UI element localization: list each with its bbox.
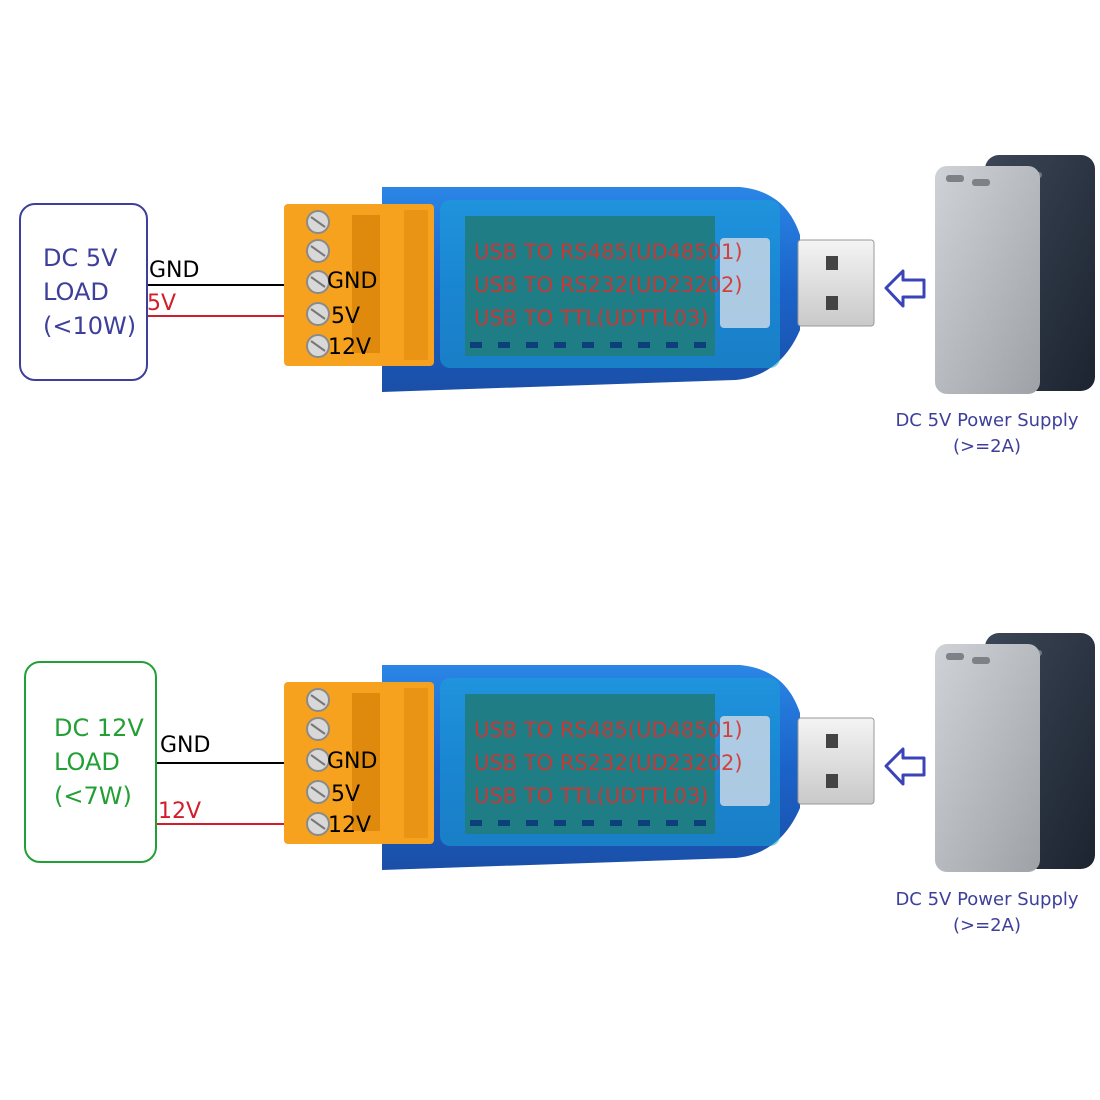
power-bank-icon xyxy=(935,166,1040,394)
adapter-model-label: USB TO RS485(UD48501) xyxy=(474,240,743,264)
adapter-usb-socket xyxy=(720,716,770,806)
adapter-model-label: USB TO RS232(UD23202) xyxy=(474,273,743,297)
gnd-wire-label: GND xyxy=(149,258,200,283)
pcb-component xyxy=(610,342,622,348)
adapter-model-label: USB TO TTL(UDTTL03) xyxy=(474,306,708,330)
pcb-component xyxy=(638,342,650,348)
pcb-component xyxy=(526,820,538,826)
usb-plug-icon xyxy=(797,717,875,805)
adapter-model-label: USB TO TTL(UDTTL03) xyxy=(474,784,708,808)
load-box-12v: DC 12V LOAD (<7W) xyxy=(24,661,157,863)
usb-plug-hole xyxy=(826,256,838,270)
adapter-model-label: USB TO RS232(UD23202) xyxy=(474,751,743,775)
screw-slot xyxy=(310,245,326,257)
power-supply-label: DC 5V Power Supply xyxy=(895,889,1079,910)
pcb-component xyxy=(470,342,482,348)
load-power-rating: (<10W) xyxy=(43,312,137,340)
pcb-component xyxy=(526,342,538,348)
load-label: LOAD xyxy=(43,278,109,306)
pcb-component xyxy=(582,820,594,826)
usb-plug-hole xyxy=(826,774,838,788)
adapter-pcb-label xyxy=(465,216,715,356)
power-bank-port xyxy=(972,657,990,664)
pin-label-5v: 5V xyxy=(331,782,361,807)
power-bank-port xyxy=(946,175,964,182)
screw-slot xyxy=(310,694,326,706)
usb-plug-icon xyxy=(797,239,875,327)
load-power-rating: (<7W) xyxy=(54,782,132,810)
pcb-component xyxy=(666,820,678,826)
pcb-component xyxy=(638,820,650,826)
usb-plug-hole xyxy=(826,296,838,310)
pin-label-5v: 5V xyxy=(331,304,361,329)
pin-label-gnd: GND xyxy=(327,749,378,774)
terminal-block-slot xyxy=(352,215,380,353)
power-supply-caption: DC 5V Power Supply (>=2A) xyxy=(877,408,1097,460)
pin-label-12v: 12V xyxy=(328,813,372,838)
power-bank-port xyxy=(946,653,964,660)
pcb-component xyxy=(470,820,482,826)
screw-slot xyxy=(310,818,326,830)
load-title: DC 5V xyxy=(43,244,118,272)
terminal-block-edge xyxy=(404,688,428,838)
pcb-component xyxy=(498,820,510,826)
screw-slot xyxy=(310,308,326,320)
wiring-unit-top: USB TO RS485(UD48501) USB TO RS232(UD2320… xyxy=(148,155,1095,394)
adapter-pcb-label xyxy=(465,694,715,834)
screw-slot xyxy=(310,216,326,228)
pcb-component xyxy=(694,342,706,348)
pcb-component xyxy=(694,820,706,826)
pcb-component xyxy=(582,342,594,348)
usb-plug-hole xyxy=(826,734,838,748)
pcb-component xyxy=(554,820,566,826)
power-bank-port xyxy=(972,179,990,186)
power-supply-caption: DC 5V Power Supply (>=2A) xyxy=(877,887,1097,939)
load-box-5v: DC 5V LOAD (<10W) xyxy=(19,203,148,381)
terminal-block-edge xyxy=(404,210,428,360)
adapter-model-label: USB TO RS485(UD48501) xyxy=(474,718,743,742)
pcb-component xyxy=(554,342,566,348)
power-supply-rating: (>=2A) xyxy=(953,436,1021,457)
adapter-usb-socket xyxy=(720,238,770,328)
power-wire-label: 5V xyxy=(147,291,177,316)
screw-slot xyxy=(310,276,326,288)
terminal-block-slot xyxy=(352,693,380,831)
wiring-unit-bottom: USB TO RS485(UD48501) USB TO RS232(UD2320… xyxy=(157,633,1095,872)
pin-label-gnd: GND xyxy=(327,269,378,294)
load-title: DC 12V xyxy=(54,714,144,742)
screw-slot xyxy=(310,723,326,735)
screw-slot xyxy=(310,786,326,798)
power-bank-icon xyxy=(935,644,1040,872)
screw-slot xyxy=(310,340,326,352)
power-supply-label: DC 5V Power Supply xyxy=(895,410,1079,431)
pcb-component xyxy=(498,342,510,348)
pcb-component xyxy=(610,820,622,826)
gnd-wire-label: GND xyxy=(160,733,211,758)
pin-label-12v: 12V xyxy=(328,335,372,360)
pcb-component xyxy=(666,342,678,348)
power-wire-label: 12V xyxy=(158,799,202,824)
arrow-left-icon xyxy=(884,269,926,308)
load-label: LOAD xyxy=(54,748,120,776)
arrow-left-icon xyxy=(884,747,926,786)
screw-slot xyxy=(310,754,326,766)
power-supply-rating: (>=2A) xyxy=(953,915,1021,936)
